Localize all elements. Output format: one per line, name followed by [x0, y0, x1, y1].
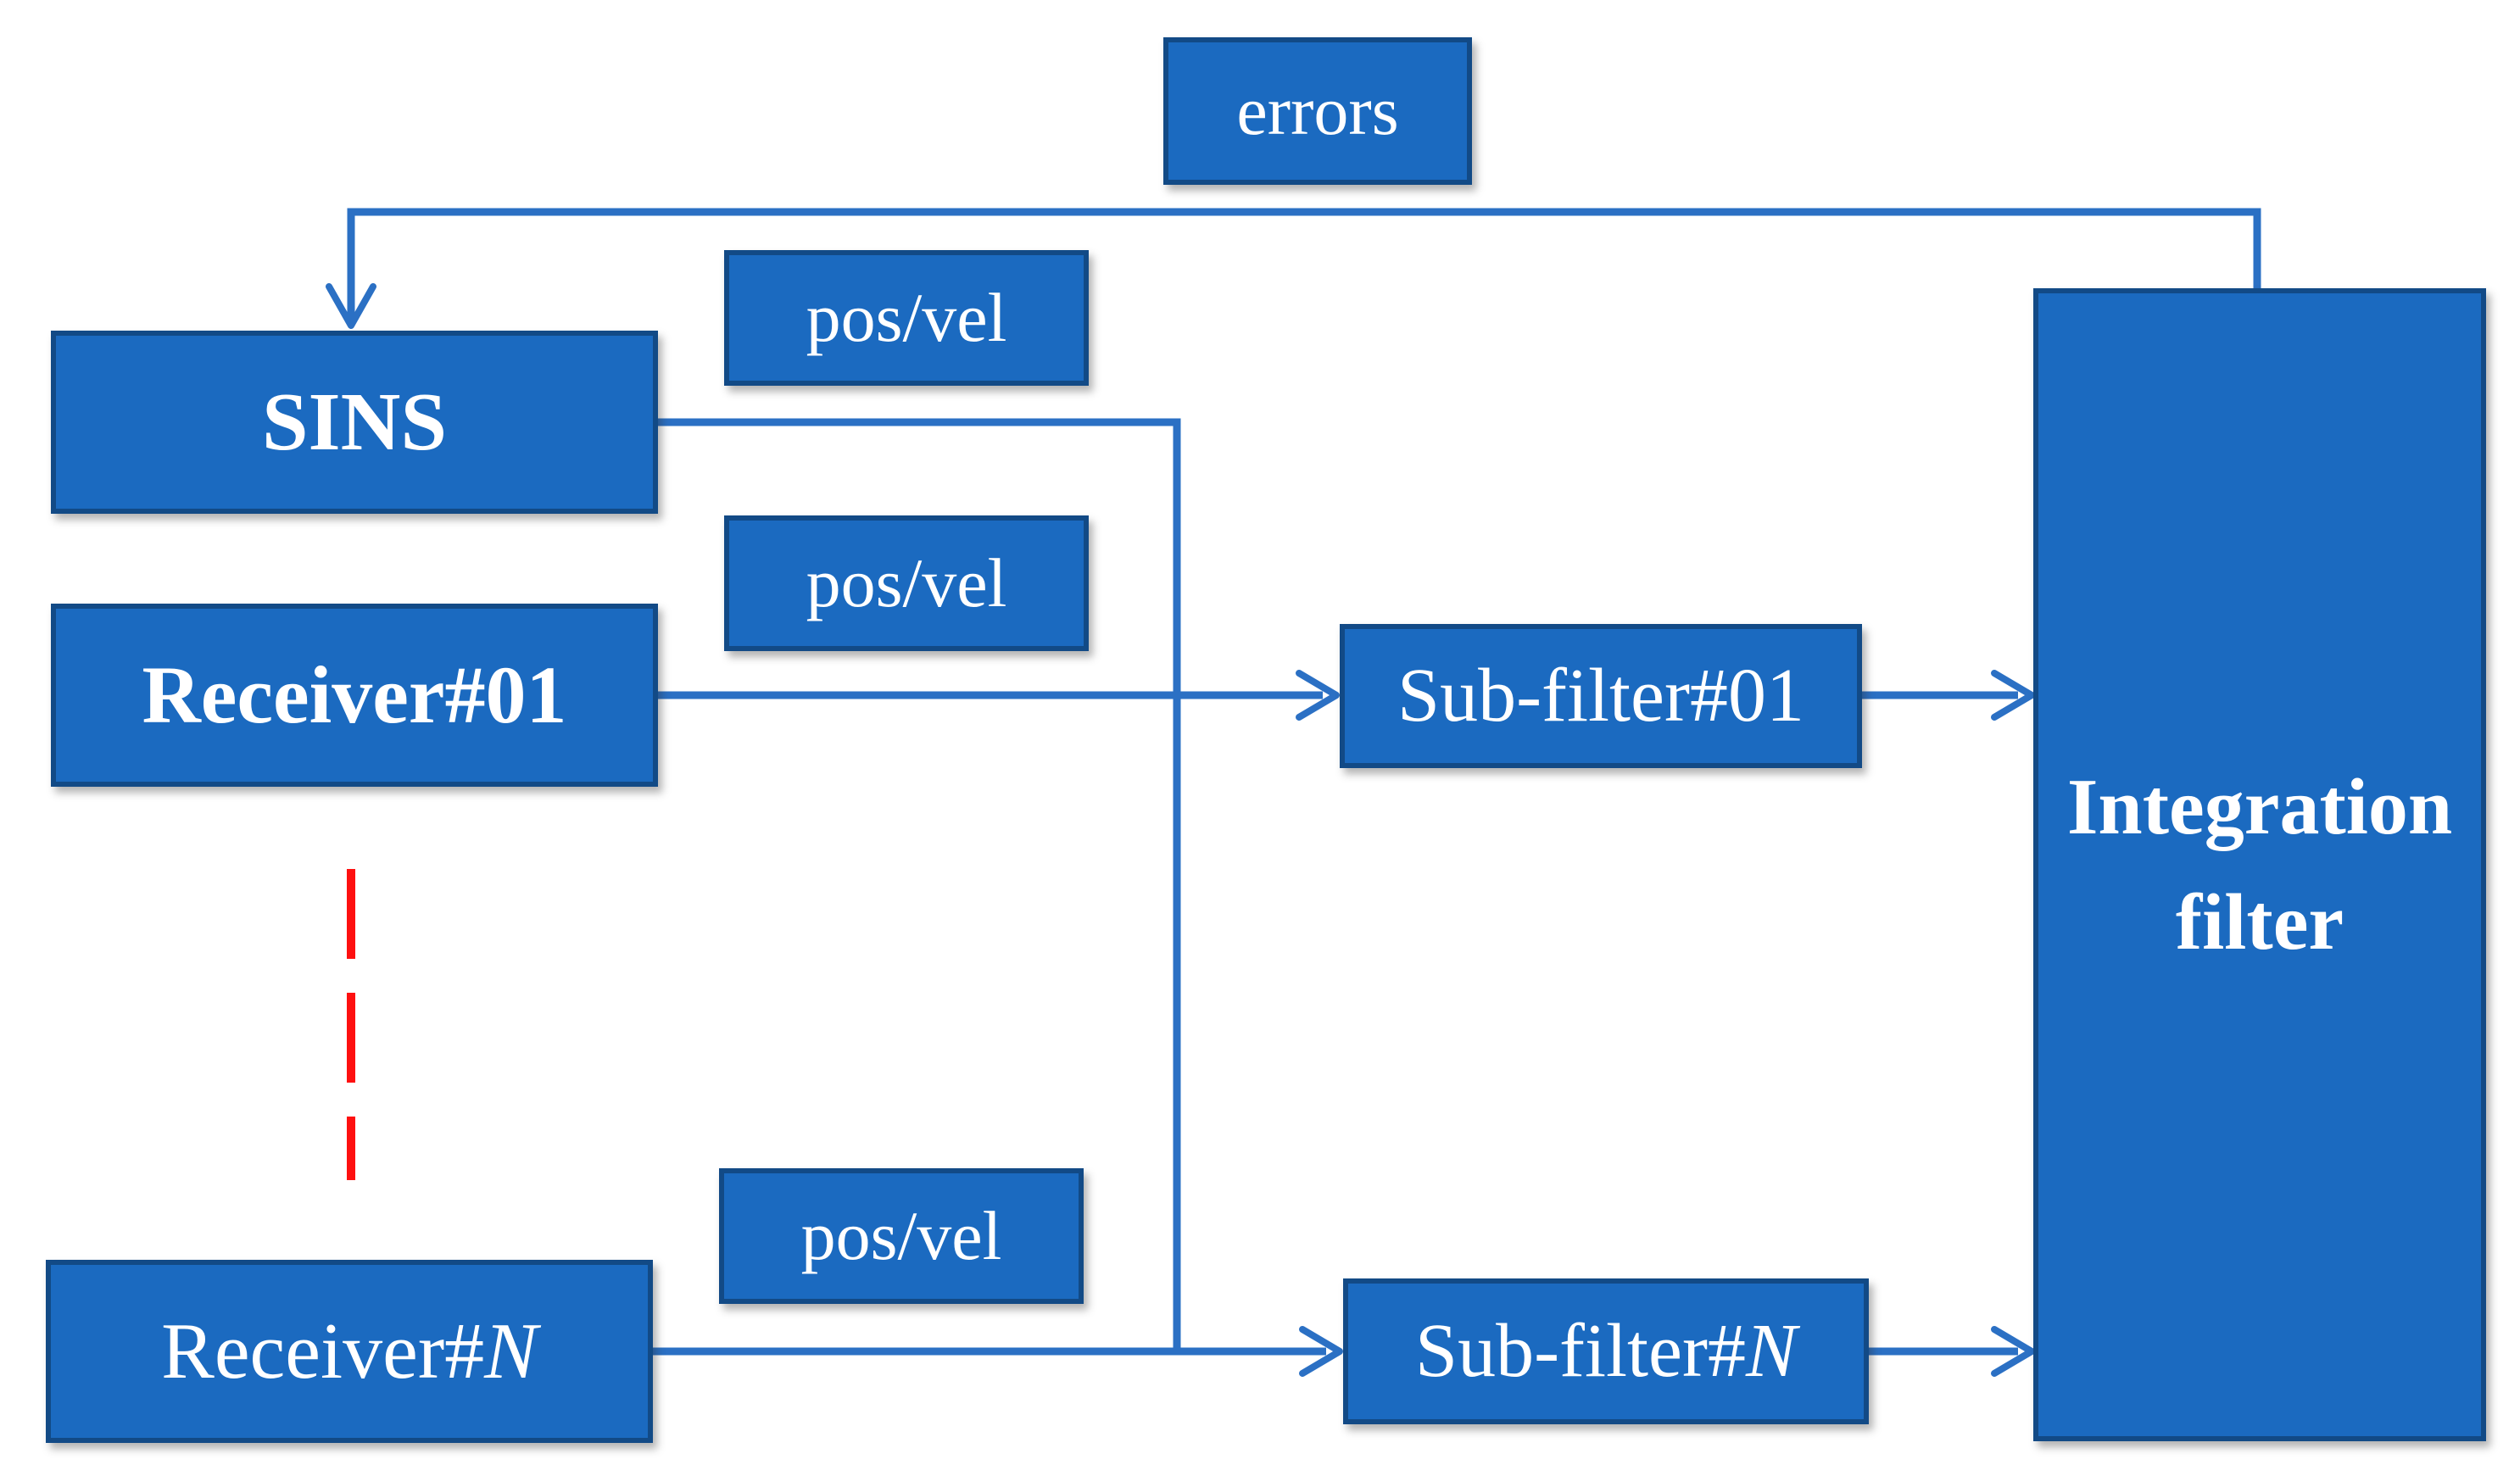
posvel-mid-box: pos/vel — [724, 515, 1089, 651]
posvel-mid-label: pos/vel — [806, 543, 1007, 621]
subfilter01-label: Sub-filter#01 — [1397, 654, 1804, 738]
arrowhead-right-integration-bottom-icon — [1991, 1326, 2035, 1377]
integration-filter-box: Integration filter — [2033, 288, 2486, 1441]
errors-box: errors — [1163, 37, 1472, 185]
subfilterN-label: Sub-filter#N — [1415, 1309, 1797, 1394]
receiver01-label: Receiver#01 — [142, 649, 567, 740]
subfilterN-box: Sub-filter#N — [1343, 1278, 1869, 1424]
sins-label: SINS — [262, 376, 447, 468]
subfilter01-box: Sub-filter#01 — [1340, 624, 1862, 768]
arrowhead-right-subfilterN-icon — [1299, 1326, 1343, 1377]
arrowhead-right-subfilter01-icon — [1296, 670, 1340, 721]
posvel-top-box: pos/vel — [724, 250, 1089, 386]
arrowhead-down-sins-icon — [326, 283, 376, 329]
receiverN-box: Receiver#N — [46, 1260, 653, 1443]
sins-box: SINS — [51, 331, 658, 514]
sins-output-bus-line — [658, 418, 1181, 1351]
errors-label: errors — [1236, 71, 1399, 149]
posvel-bot-label: pos/vel — [800, 1196, 1002, 1274]
receiverN-label: Receiver#N — [161, 1306, 538, 1395]
integration-filter-label: Integration filter — [2066, 762, 2453, 966]
posvel-bot-box: pos/vel — [719, 1168, 1084, 1304]
receiver01-box: Receiver#01 — [51, 604, 658, 787]
posvel-top-label: pos/vel — [806, 278, 1007, 356]
errors-feedback-line — [347, 208, 2261, 319]
arrowhead-right-integration-top-icon — [1991, 670, 2035, 721]
